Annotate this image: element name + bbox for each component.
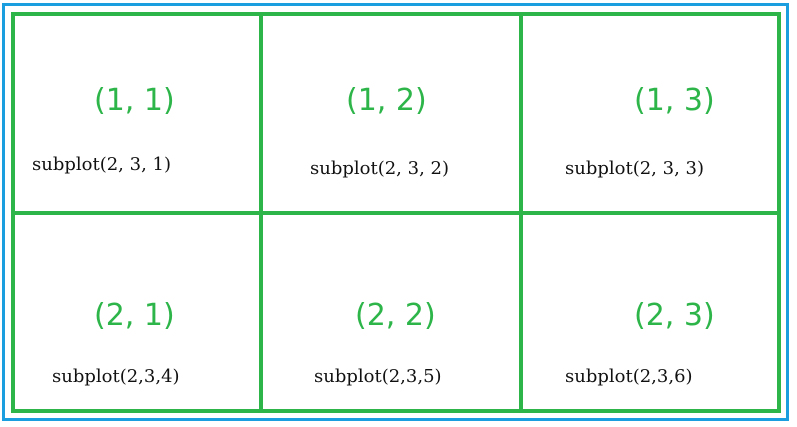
grid-middle-row-line — [11, 211, 781, 215]
cell-index-2-2: (2, 2) — [355, 298, 436, 333]
cell-index-1-1: (1, 1) — [94, 83, 175, 118]
cell-index-2-3: (2, 3) — [634, 298, 715, 333]
grid-column-line-2 — [519, 12, 523, 413]
cell-index-2-1: (2, 1) — [94, 298, 175, 333]
cell-call-1-3: subplot(2, 3, 3) — [565, 158, 704, 179]
outer-frame — [2, 3, 789, 421]
grid-column-line-1 — [259, 12, 263, 413]
grid-top-line — [11, 12, 781, 16]
cell-call-1-2: subplot(2, 3, 2) — [310, 158, 449, 179]
cell-call-2-3: subplot(2,3,6) — [565, 366, 693, 387]
cell-call-1-1: subplot(2, 3, 1) — [32, 154, 171, 175]
cell-index-1-2: (1, 2) — [346, 83, 427, 118]
cell-index-1-3: (1, 3) — [634, 83, 715, 118]
cell-call-2-2: subplot(2,3,5) — [314, 366, 442, 387]
cell-call-2-1: subplot(2,3,4) — [52, 366, 180, 387]
grid-bottom-line — [11, 409, 781, 413]
